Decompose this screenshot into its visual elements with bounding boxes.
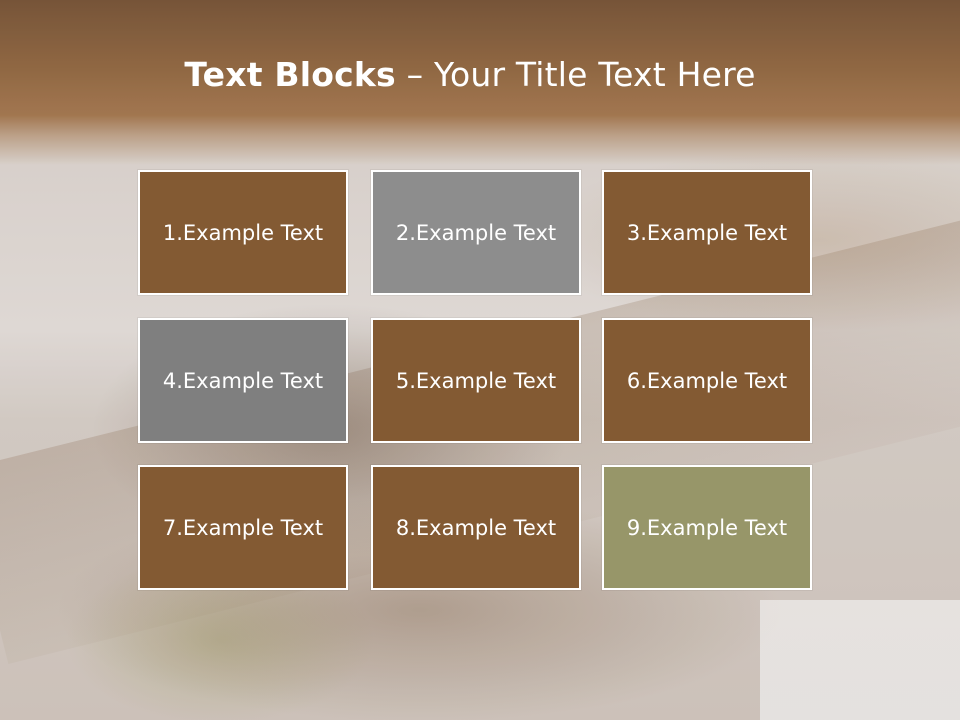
- background-table-surface: [760, 600, 960, 720]
- text-block-label: 3.Example Text: [626, 220, 788, 245]
- title-bold-part: Text Blocks: [184, 55, 396, 94]
- text-block-grid: 1.Example Text 2.Example Text 3.Example …: [138, 170, 815, 594]
- text-block-label: 8.Example Text: [395, 515, 557, 540]
- text-block-label: 1.Example Text: [162, 220, 324, 245]
- text-block-8[interactable]: 8.Example Text: [371, 465, 581, 590]
- text-block-1[interactable]: 1.Example Text: [138, 170, 348, 295]
- text-block-label: 4.Example Text: [162, 368, 324, 393]
- text-block-label: 9.Example Text: [626, 515, 788, 540]
- text-block-6[interactable]: 6.Example Text: [602, 318, 812, 443]
- text-block-label: 5.Example Text: [395, 368, 557, 393]
- text-block-label: 7.Example Text: [162, 515, 324, 540]
- text-block-3[interactable]: 3.Example Text: [602, 170, 812, 295]
- text-block-9[interactable]: 9.Example Text: [602, 465, 812, 590]
- title-rest-part: Your Title Text Here: [434, 55, 756, 94]
- text-block-4[interactable]: 4.Example Text: [138, 318, 348, 443]
- slide-title: Text Blocks – Your Title Text Here: [0, 52, 940, 98]
- title-separator: –: [406, 55, 424, 94]
- text-block-7[interactable]: 7.Example Text: [138, 465, 348, 590]
- text-block-5[interactable]: 5.Example Text: [371, 318, 581, 443]
- text-block-2[interactable]: 2.Example Text: [371, 170, 581, 295]
- text-block-label: 6.Example Text: [626, 368, 788, 393]
- text-block-label: 2.Example Text: [395, 220, 557, 245]
